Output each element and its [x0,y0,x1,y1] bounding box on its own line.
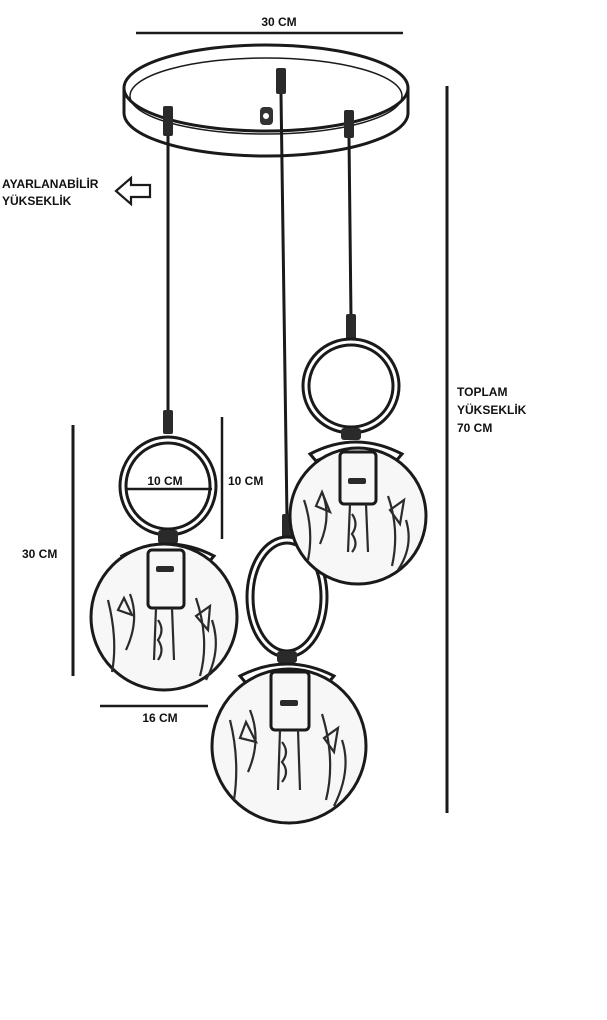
ring-height-label: 10 CM [228,474,263,488]
pendant-height-label: 30 CM [22,547,57,561]
globe-width-label: 16 CM [142,711,177,725]
ring-width-label: 10 CM [147,474,182,488]
ring-height-dimension: 10 CM [220,417,263,539]
total-height-dimension: TOPLAM YÜKSEKLİK 70 CM [445,86,527,813]
total-height-label-line1: TOPLAM [457,385,507,399]
ceiling-canopy [122,43,410,158]
adjustable-height-label-line1: AYARLANABİLİR [2,176,99,191]
canopy-width-label: 30 CM [261,15,296,29]
middle-pendant [210,514,368,825]
adjustable-height-label-line2: YÜKSEKLİK [2,193,72,208]
right-pendant [288,314,428,586]
adjustable-height-note: AYARLANABİLİR YÜKSEKLİK [2,175,152,208]
left-pendant [89,410,239,692]
cords [166,93,353,519]
pendant-height-dimension: 30 CM [22,425,75,676]
canopy-width-dimension: 30 CM [136,15,403,35]
left-arrow-icon [114,175,152,207]
total-height-label-line3: 70 CM [457,421,492,435]
globe-width-dimension: 16 CM [100,704,208,725]
total-height-label-line2: YÜKSEKLİK [457,402,527,417]
